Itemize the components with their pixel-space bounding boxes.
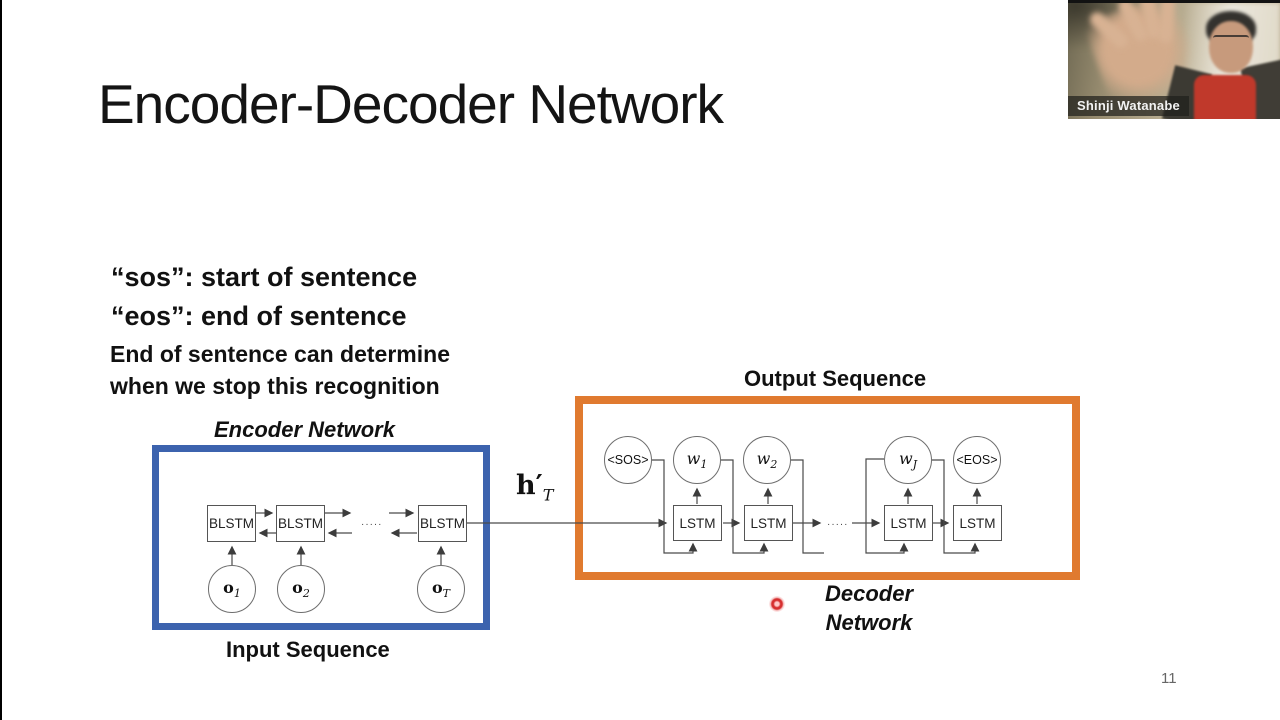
presenter-face <box>1209 21 1253 73</box>
output-node-wJ: wJ <box>884 436 932 484</box>
feedback-wj-to-lstm4 <box>932 459 980 554</box>
lstm-box: LSTM <box>884 505 933 541</box>
output-node-eos: <EOS> <box>953 436 1001 484</box>
blstm-box: BLSTM <box>207 505 256 542</box>
output-node-w2: w2 <box>743 436 791 484</box>
decoder-label-line2: Network <box>825 610 913 635</box>
encoder-ellipsis: ..... <box>361 517 383 528</box>
feedback-w2-to-dots <box>791 459 824 554</box>
note-sos: “sos”: start of sentence <box>111 262 418 292</box>
feedback-prev-to-lstm3 <box>865 458 909 554</box>
note-eos: “eos”: end of sentence <box>111 301 407 331</box>
note-eos-detail-1: End of sentence can determine <box>110 341 450 367</box>
webcam-name-label: Shinji Watanabe <box>1068 96 1189 116</box>
presenter-shirt <box>1194 75 1256 119</box>
slide-title: Encoder-Decoder Network <box>98 73 724 135</box>
output-node-w1: w1 <box>673 436 721 484</box>
input-sequence-label: Input Sequence <box>226 637 390 662</box>
letterbox-edge <box>0 0 2 720</box>
output-node-label: <SOS> <box>607 453 649 467</box>
input-node-o1: o1 <box>208 565 256 613</box>
decoder-ellipsis: ..... <box>827 517 849 528</box>
input-node-label: o2 <box>292 577 310 601</box>
output-node-sos: <SOS> <box>604 436 652 484</box>
decoder-network-label: Decoder Network <box>800 579 938 637</box>
lstm-box: LSTM <box>953 505 1002 541</box>
presenter-glasses <box>1213 35 1249 44</box>
output-node-label: wJ <box>898 448 918 472</box>
output-node-label: w2 <box>756 448 778 472</box>
output-sequence-label: Output Sequence <box>744 366 927 391</box>
encoder-group-box <box>152 445 490 630</box>
input-node-label: o1 <box>223 577 241 601</box>
input-node-oT: oT <box>417 565 465 613</box>
hidden-state-label: h′T <box>516 470 554 505</box>
slide-page-number: 11 <box>1161 670 1177 687</box>
blstm-box: BLSTM <box>276 505 325 542</box>
encoder-network-label: Encoder Network <box>214 417 395 442</box>
decoder-group-box <box>575 396 1080 580</box>
input-node-o2: o2 <box>277 565 325 613</box>
webcam-overlay: Shinji Watanabe <box>1068 0 1280 119</box>
input-node-label: oT <box>431 577 450 601</box>
blstm-box: BLSTM <box>418 505 467 542</box>
note-eos-detail-2: when we stop this recognition <box>110 373 440 399</box>
laser-pointer-dot <box>769 596 785 612</box>
lstm-box: LSTM <box>673 505 722 541</box>
output-node-label: w1 <box>686 448 708 472</box>
output-node-label: <EOS> <box>956 453 998 467</box>
lstm-box: LSTM <box>744 505 793 541</box>
feedback-sos-to-lstm1 <box>652 459 698 554</box>
decoder-label-line1: Decoder <box>824 581 914 606</box>
feedback-w1-to-lstm2 <box>721 459 769 554</box>
